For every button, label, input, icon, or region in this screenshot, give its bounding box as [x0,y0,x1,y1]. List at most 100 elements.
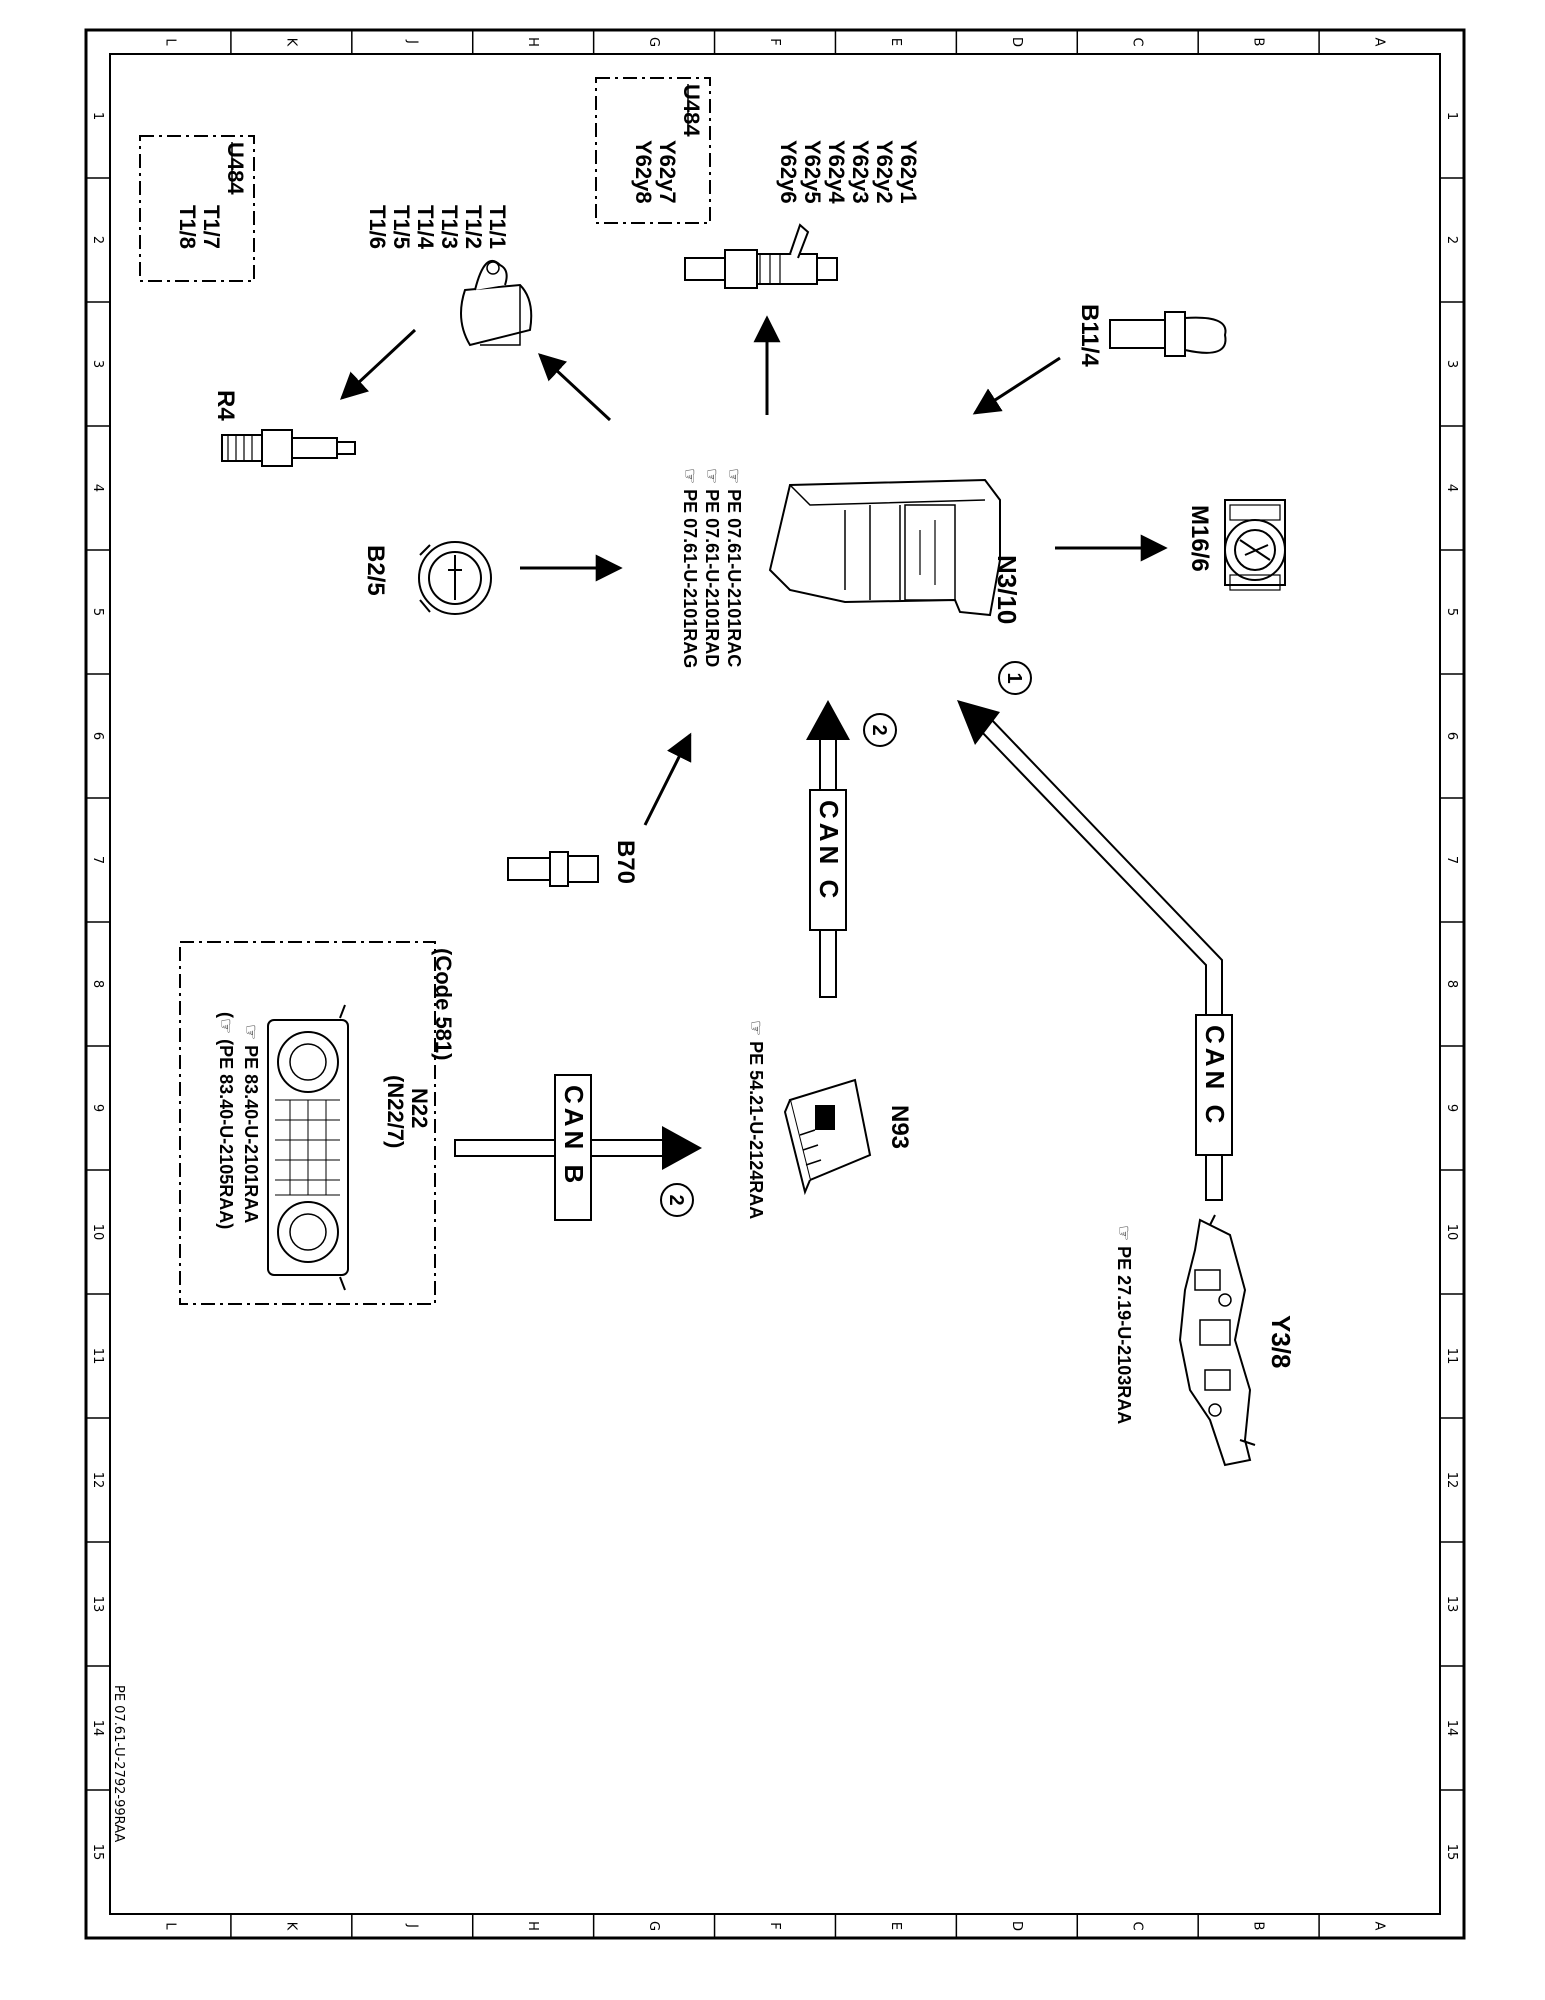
grid-row-label-left: 14 [90,1720,105,1737]
marker-2-upper: 2 [863,713,897,747]
grid-row-label-right: 7 [1444,856,1459,864]
svg-text:(Code 581): (Code 581) [431,948,456,1060]
m16-6-throttle-actuator: M16/6 [1186,499,1286,591]
grid-row-label-right: 14 [1444,1720,1459,1737]
grid-row-label-left: 15 [90,1844,105,1861]
grid-row-label-right: 12 [1444,1472,1459,1489]
svg-text:Y62y1: Y62y1 [896,140,921,204]
grid-row-label-left: 1 [90,112,105,120]
grid-row-label-right: 8 [1444,980,1459,988]
svg-text:U484: U484 [223,142,248,195]
grid-row-label-left: 7 [90,856,105,864]
grid-row-label-right: 6 [1444,732,1459,740]
can-c-line-n93: CAN C [806,700,850,998]
grid-row-label-left: 12 [90,1472,105,1489]
grid-col-label-bottom: C [1130,1921,1145,1930]
grid-col-label-top: J [404,39,419,44]
grid-row-label-left: 2 [90,236,105,244]
grid-col-label-bottom: K [283,1922,298,1931]
b70-crankshaft-sensor: B70 [507,840,639,887]
svg-text:1: 1 [1003,672,1025,683]
grid-row-label-left: 5 [90,608,105,616]
grid-row-label-right: 11 [1444,1348,1459,1365]
grid-col-label-top: E [888,38,903,46]
grid-col-label-top: B [1251,38,1266,47]
svg-text:T1/7: T1/7 [199,205,224,249]
grid-col-label-top: L [162,38,177,46]
grid-col-label-top: C [1130,37,1145,46]
grid-row-label-right: 5 [1444,608,1459,616]
svg-text:(N22/7): (N22/7) [383,1075,408,1148]
y62-labels: Y62y1 Y62y2 Y62y3 Y62y4 Y62y5 Y62y6 [776,140,921,204]
grid-col-label-bottom: J [404,1923,419,1928]
n3-10-references: ☞ PE 07.61-U-2101RAC ☞ PE 07.61-U-2101RA… [680,468,744,668]
n3-10-label: N3/10 [992,555,1022,624]
grid-col-label-bottom: E [888,1922,903,1930]
n22-labels: N22 (N22/7) (Code 581) ☞ PE 83.40-U-2101… [216,948,456,1229]
grid-col-label-top: K [283,38,298,47]
svg-text:T1/4: T1/4 [413,205,438,250]
svg-text:T1/2: T1/2 [461,205,486,249]
svg-text:Y62y7: Y62y7 [655,140,680,204]
grid-row-label-right: 15 [1444,1844,1459,1861]
svg-text:Y62y8: Y62y8 [631,140,656,204]
b11-4-temperature-sensor: B11/4 [1076,304,1227,367]
svg-text:☞ PE 83.40-U-2101RAA: ☞ PE 83.40-U-2101RAA [241,1024,261,1223]
n93-reference: ☞ PE 54.21-U-2124RAA [746,1020,766,1219]
svg-text:Y62y6: Y62y6 [776,140,801,204]
svg-text:U484: U484 [679,84,704,137]
grid-col-label-bottom: G [646,1921,661,1931]
can-b-line: CAN B [454,1074,702,1221]
grid-row-label-right: 13 [1444,1596,1459,1613]
grid-row-label-left: 11 [90,1348,105,1365]
grid-col-label-bottom: L [162,1922,177,1930]
grid-row-label-left: 10 [90,1224,105,1241]
arrow-from-b70 [643,732,692,826]
y3-8-transmission-controller: Y3/8 ☞ PE 27.19-U-2103RAA [1114,1214,1296,1467]
svg-text:T1/3: T1/3 [437,205,462,249]
svg-text:T1/5: T1/5 [389,205,414,249]
svg-text:☞ PE 07.61-U-2101RAD: ☞ PE 07.61-U-2101RAD [702,468,722,667]
can-c-line-y3-8: CAN C [957,700,1233,1201]
svg-text:T1/1: T1/1 [485,205,510,249]
svg-text:T1/8: T1/8 [175,205,200,249]
grid-row-label-right: 4 [1444,484,1459,492]
t1-u484-box: U484 T1/7 T1/8 [139,135,255,282]
n93-label: N93 [886,1105,913,1149]
grid-col-label-bottom: B [1251,1922,1266,1931]
grid-row-label-left: 6 [90,732,105,740]
grid-row-label-right: 1 [1444,112,1459,120]
svg-text:Y62y3: Y62y3 [848,140,873,204]
svg-text:☞ PE 07.61-U-2101RAC: ☞ PE 07.61-U-2101RAC [724,468,744,667]
n22-climate-control-box [179,941,436,1305]
n93-gateway-module: N93 ☞ PE 54.21-U-2124RAA [746,1020,913,1219]
grid-row-label-right: 9 [1444,1104,1459,1112]
svg-text:Y62y4: Y62y4 [824,140,849,204]
marker-1: 1 [998,661,1032,695]
b11-4-label: B11/4 [1076,304,1103,367]
grid-col-label-bottom: A [1372,1922,1387,1931]
b2-5-air-mass-sensor: B2/5 [362,541,492,615]
arrow-from-b11-4 [972,356,1061,415]
r4-label: R4 [212,390,239,421]
b70-label: B70 [612,840,639,884]
can-c-label-2: CAN C [1200,1025,1230,1127]
marker-2-lower: 2 [660,1183,694,1217]
n3-10-control-unit: N3/10 [768,478,1022,624]
grid-col-label-top: F [767,38,782,45]
svg-text:N22: N22 [407,1088,432,1128]
arrow-to-t1 [538,353,612,422]
grid-col-label-top: A [1372,38,1387,47]
svg-text:T1/6: T1/6 [365,205,390,249]
y62-fuel-injector [684,223,838,289]
svg-text:☞ PE 07.61-U-2101RAG: ☞ PE 07.61-U-2101RAG [680,468,700,668]
grid-row-label-right: 2 [1444,236,1459,244]
grid-row-label-left: 3 [90,360,105,368]
grid-row-label-right: 10 [1444,1224,1459,1241]
y62-u484-box: U484 Y62y7 Y62y8 [595,77,711,224]
grid-col-label-bottom: F [767,1922,782,1929]
grid-col-label-bottom: D [1009,1921,1024,1931]
grid-row-label-left: 13 [90,1596,105,1613]
